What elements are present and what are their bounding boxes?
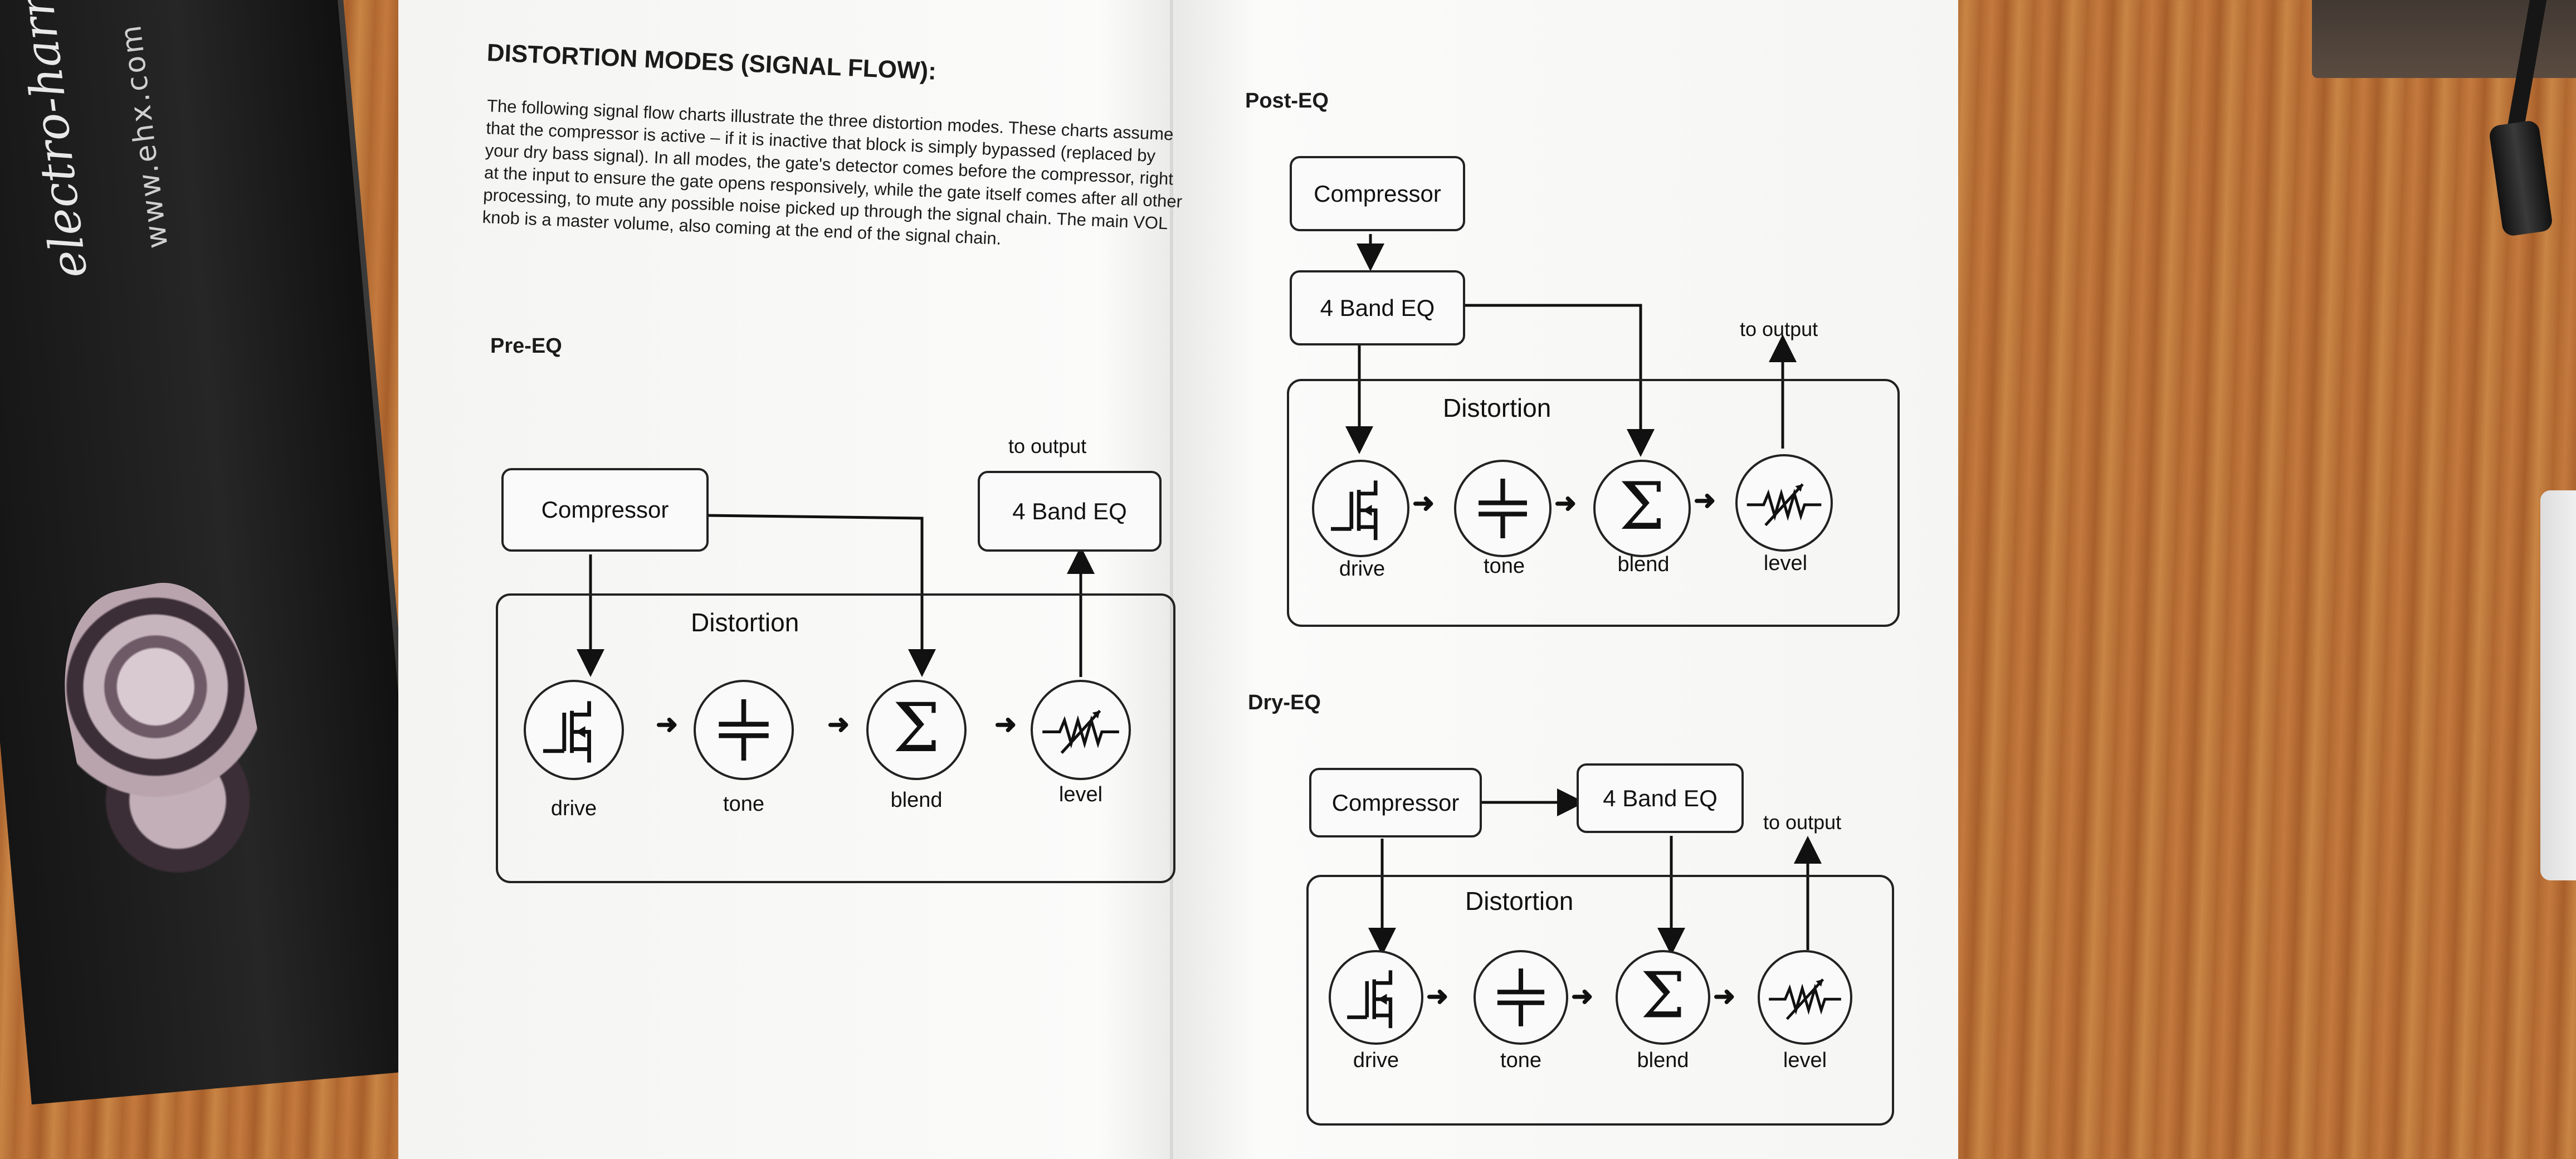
dry-eq-blend-node: Σ [1616, 950, 1710, 1045]
sheet-fold [1170, 0, 1173, 1159]
pre-eq-arrow-3: ➜ [994, 710, 1017, 739]
dry-eq-drive-label: drive [1353, 1049, 1399, 1072]
dry-eq-arrow-3: ➜ [1713, 982, 1736, 1011]
pre-eq-blend-label: blend [890, 788, 943, 812]
product-box: electro-harmonix www.ehx.com [0, 0, 437, 1105]
pre-eq-drive-label: drive [550, 797, 597, 820]
post-eq-drive-node [1312, 460, 1409, 557]
pre-eq-arrow-2: ➜ [827, 710, 850, 739]
svg-text:Σ: Σ [1641, 959, 1685, 1033]
dry-eq-distortion-frame [1306, 875, 1894, 1126]
post-eq-drive-label: drive [1339, 557, 1385, 581]
post-eq-title: Post-EQ [1245, 89, 1329, 113]
pre-eq-distortion-label: Distortion [691, 608, 799, 637]
dry-eq-distortion-label: Distortion [1465, 887, 1574, 915]
manual-sheet: DISTORTION MODES (SIGNAL FLOW): The foll… [398, 0, 1958, 1159]
pre-eq-title: Pre-EQ [490, 334, 562, 358]
post-eq-distortion-label: Distortion [1443, 393, 1552, 422]
post-eq-level-label: level [1763, 552, 1808, 575]
post-eq-blend-label: blend [1617, 553, 1670, 576]
dry-eq-arrow-1: ➜ [1426, 982, 1449, 1011]
svg-text:Σ: Σ [1619, 469, 1665, 544]
svg-text:Σ: Σ [892, 689, 940, 767]
potentiometer-icon [1746, 483, 1822, 527]
capacitor-icon [719, 699, 769, 761]
potentiometer-icon [1769, 978, 1841, 1020]
sigma-icon: Σ [1641, 959, 1685, 1033]
pre-eq-tone-label: tone [723, 792, 764, 816]
dry-eq-wires [1368, 788, 1822, 956]
post-eq-blend-node: Σ [1593, 460, 1691, 557]
pre-eq-drive-node [524, 680, 624, 780]
capacitor-icon [1497, 968, 1545, 1026]
pre-eq-blend-node: Σ [866, 680, 967, 780]
power-plug [2488, 119, 2554, 237]
mosfet-icon [1347, 970, 1393, 1029]
box-url-text: www.ehx.com [114, 21, 175, 251]
pre-eq-level-node [1031, 680, 1131, 780]
dry-eq-blend-label: blend [1637, 1049, 1689, 1072]
post-eq-to-output-label: to output [1740, 318, 1818, 340]
mosfet-icon [543, 701, 591, 763]
pre-eq-to-output-label: to output [1008, 435, 1087, 457]
dry-eq-compressor-box: Compressor [1309, 768, 1482, 837]
post-eq-compressor-box: Compressor [1290, 156, 1465, 231]
dry-eq-4-band-eq-box: 4 Band EQ [1577, 763, 1744, 833]
post-eq-arrow-2: ➜ [1554, 489, 1577, 518]
post-eq-wires [1345, 234, 1797, 457]
box-artwork [46, 569, 282, 889]
mosfet-icon [1331, 480, 1378, 540]
post-eq-arrow-1: ➜ [1412, 489, 1435, 518]
post-eq-level-node [1735, 454, 1833, 552]
dry-eq-drive-node [1329, 950, 1423, 1045]
post-eq-tone-node [1454, 460, 1552, 557]
pre-eq-tone-node [694, 680, 794, 780]
post-eq-arrow-3: ➜ [1694, 486, 1716, 515]
dry-eq-level-node [1758, 950, 1852, 1045]
post-eq-tone-label: tone [1484, 554, 1525, 578]
pre-eq-level-label: level [1058, 783, 1103, 806]
pre-eq-compressor-box: Compressor [501, 468, 709, 552]
sigma-icon: Σ [892, 689, 940, 767]
dry-eq-to-output-label: to output [1763, 811, 1842, 834]
dry-eq-tone-label: tone [1500, 1049, 1541, 1072]
dry-eq-arrow-2: ➜ [1571, 982, 1594, 1011]
pre-eq-4-band-eq-box: 4 Band EQ [978, 471, 1162, 552]
post-eq-distortion-frame [1287, 379, 1900, 627]
dry-eq-level-label: level [1783, 1049, 1827, 1072]
dry-eq-title: Dry-EQ [1248, 691, 1321, 714]
pre-eq-distortion-frame [496, 593, 1175, 883]
sigma-icon: Σ [1619, 469, 1665, 544]
capacitor-icon [1479, 479, 1527, 538]
potentiometer-icon [1042, 709, 1119, 754]
box-brand-text: electro-harmonix [0, 0, 98, 281]
dry-eq-tone-node [1474, 950, 1568, 1045]
post-eq-4-band-eq-box: 4 Band EQ [1290, 270, 1465, 345]
pre-eq-arrow-1: ➜ [656, 710, 679, 739]
side-object [2540, 490, 2576, 880]
